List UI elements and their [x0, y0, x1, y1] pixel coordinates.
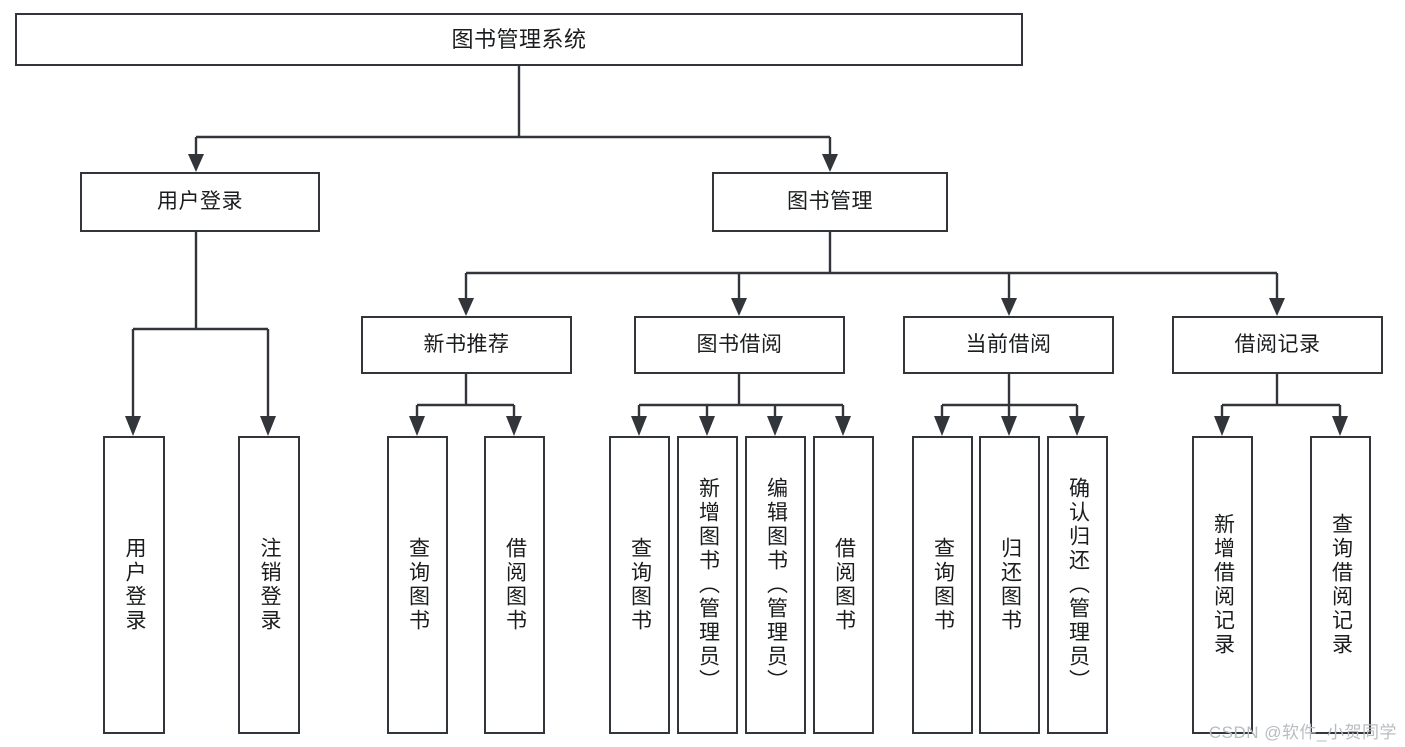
node-user-login[interactable]: 用户登录 — [80, 172, 320, 232]
node-leaf-user-login[interactable]: 用户登录 — [103, 436, 165, 734]
node-label: 确认归还（管理员） — [1066, 477, 1090, 693]
node-label: 借阅图书 — [503, 537, 527, 633]
node-book-management[interactable]: 图书管理 — [712, 172, 948, 232]
arrow-level3-4 — [1269, 298, 1285, 316]
arrow-newbook-2 — [506, 416, 522, 436]
arrow-borrowbook-2 — [699, 416, 715, 436]
node-leaf-query-book-borrow[interactable]: 查询图书 — [609, 436, 670, 734]
node-label: 图书管理 — [787, 189, 873, 213]
node-label: 图书借阅 — [696, 332, 783, 356]
arrow-level2-right — [822, 154, 838, 172]
node-label: 新书推荐 — [423, 332, 510, 356]
node-leaf-edit-book-admin[interactable]: 编辑图书（管理员） — [745, 436, 806, 734]
node-leaf-return-book[interactable]: 归还图书 — [979, 436, 1040, 734]
arrow-borrowbook-4 — [835, 416, 851, 436]
node-leaf-add-book-admin[interactable]: 新增图书（管理员） — [677, 436, 738, 734]
node-leaf-borrow-book-newbook[interactable]: 借阅图书 — [484, 436, 545, 734]
arrow-borrowrecord-1 — [1214, 416, 1230, 436]
arrow-borrowbook-1 — [631, 416, 647, 436]
node-leaf-query-book-newbook[interactable]: 查询图书 — [387, 436, 448, 734]
arrow-currentborrow-3 — [1069, 416, 1085, 436]
node-borrow-record[interactable]: 借阅记录 — [1172, 316, 1383, 374]
arrow-currentborrow-1 — [934, 416, 950, 436]
node-label: 图书管理系统 — [451, 26, 587, 52]
node-label: 查询借阅记录 — [1329, 513, 1353, 657]
node-label: 用户登录 — [123, 537, 147, 633]
node-label: 借阅图书 — [832, 537, 856, 633]
node-leaf-logout[interactable]: 注销登录 — [238, 436, 300, 734]
node-leaf-query-borrow-record[interactable]: 查询借阅记录 — [1310, 436, 1371, 734]
node-label: 归还图书 — [998, 537, 1022, 633]
arrow-newbook-1 — [409, 416, 425, 436]
arrow-level2-left — [188, 154, 204, 172]
arrow-level3-1 — [458, 298, 474, 316]
node-label: 注销登录 — [258, 537, 282, 633]
watermark-text: CSDN @软件_小贺同学 — [1208, 723, 1397, 742]
node-label: 查询图书 — [406, 537, 430, 633]
arrow-level3-3 — [1001, 298, 1017, 316]
node-label: 当前借阅 — [965, 332, 1052, 356]
node-label: 查询图书 — [628, 537, 652, 633]
node-book-borrow[interactable]: 图书借阅 — [634, 316, 845, 374]
arrow-borrowbook-3 — [767, 416, 783, 436]
arrow-userlogin-1 — [125, 416, 141, 436]
node-leaf-add-borrow-record[interactable]: 新增借阅记录 — [1192, 436, 1253, 734]
node-leaf-query-book-current[interactable]: 查询图书 — [912, 436, 973, 734]
node-root-book-management-system[interactable]: 图书管理系统 — [15, 13, 1023, 66]
node-leaf-borrow-book[interactable]: 借阅图书 — [813, 436, 874, 734]
node-current-borrow[interactable]: 当前借阅 — [903, 316, 1114, 374]
node-label: 编辑图书（管理员） — [764, 477, 788, 693]
node-label: 新增借阅记录 — [1211, 513, 1235, 657]
node-label: 借阅记录 — [1234, 332, 1321, 356]
arrow-currentborrow-2 — [1001, 416, 1017, 436]
arrow-borrowrecord-2 — [1332, 416, 1348, 436]
node-label: 新增图书（管理员） — [696, 477, 720, 693]
node-leaf-confirm-return-admin[interactable]: 确认归还（管理员） — [1047, 436, 1108, 734]
node-label: 用户登录 — [157, 189, 243, 213]
node-label: 查询图书 — [931, 537, 955, 633]
arrow-userlogin-2 — [260, 416, 276, 436]
arrow-level3-2 — [731, 298, 747, 316]
node-new-book-recommendation[interactable]: 新书推荐 — [361, 316, 572, 374]
